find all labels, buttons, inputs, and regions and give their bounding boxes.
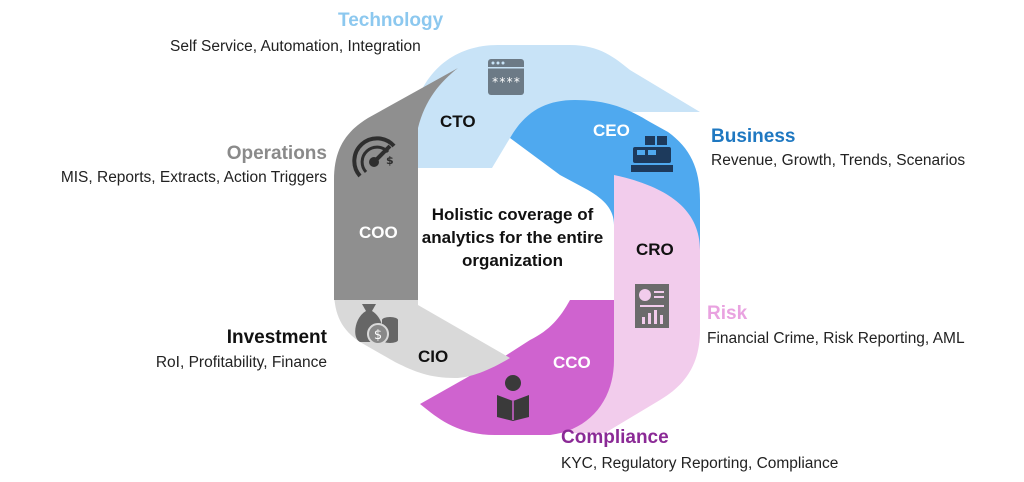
- svg-text:****: ****: [492, 75, 521, 89]
- risk-title: Risk: [707, 303, 748, 324]
- role-ceo: CEO: [593, 121, 630, 140]
- operations-title: Operations: [226, 143, 327, 164]
- segment-operations: [334, 68, 458, 300]
- reader-book-icon: [497, 375, 529, 421]
- center-text: Holistic coverage of analytics for the e…: [421, 205, 604, 270]
- compliance-description: KYC, Regulatory Reporting, Compliance: [561, 455, 839, 472]
- report-chart-icon: [635, 284, 669, 328]
- business-description: Revenue, Growth, Trends, Scenarios: [711, 152, 966, 169]
- risk-description: Financial Crime, Risk Reporting, AML: [707, 330, 965, 347]
- operations-description: MIS, Reports, Extracts, Action Triggers: [60, 169, 327, 186]
- role-cto: CTO: [440, 112, 476, 131]
- role-cro: CRO: [636, 240, 674, 259]
- role-cio: CIO: [418, 347, 449, 366]
- segment-compliance: [420, 300, 614, 435]
- technology-description: Self Service, Automation, Integration: [170, 38, 421, 55]
- cash-register-icon: [631, 136, 673, 172]
- svg-text:$: $: [386, 154, 394, 167]
- browser-password-icon: ****: [488, 59, 524, 95]
- svg-text:$: $: [374, 328, 382, 343]
- money-bag-coins-icon: $: [355, 304, 398, 345]
- role-cco: CCO: [553, 353, 591, 372]
- technology-title: Technology: [338, 10, 444, 31]
- role-coo: COO: [359, 223, 398, 242]
- investment-title: Investment: [226, 327, 327, 348]
- investment-description: RoI, Profitability, Finance: [155, 354, 327, 371]
- compliance-title: Compliance: [561, 427, 669, 448]
- gauge-dollar-icon: $: [352, 136, 396, 178]
- business-title: Business: [711, 126, 796, 147]
